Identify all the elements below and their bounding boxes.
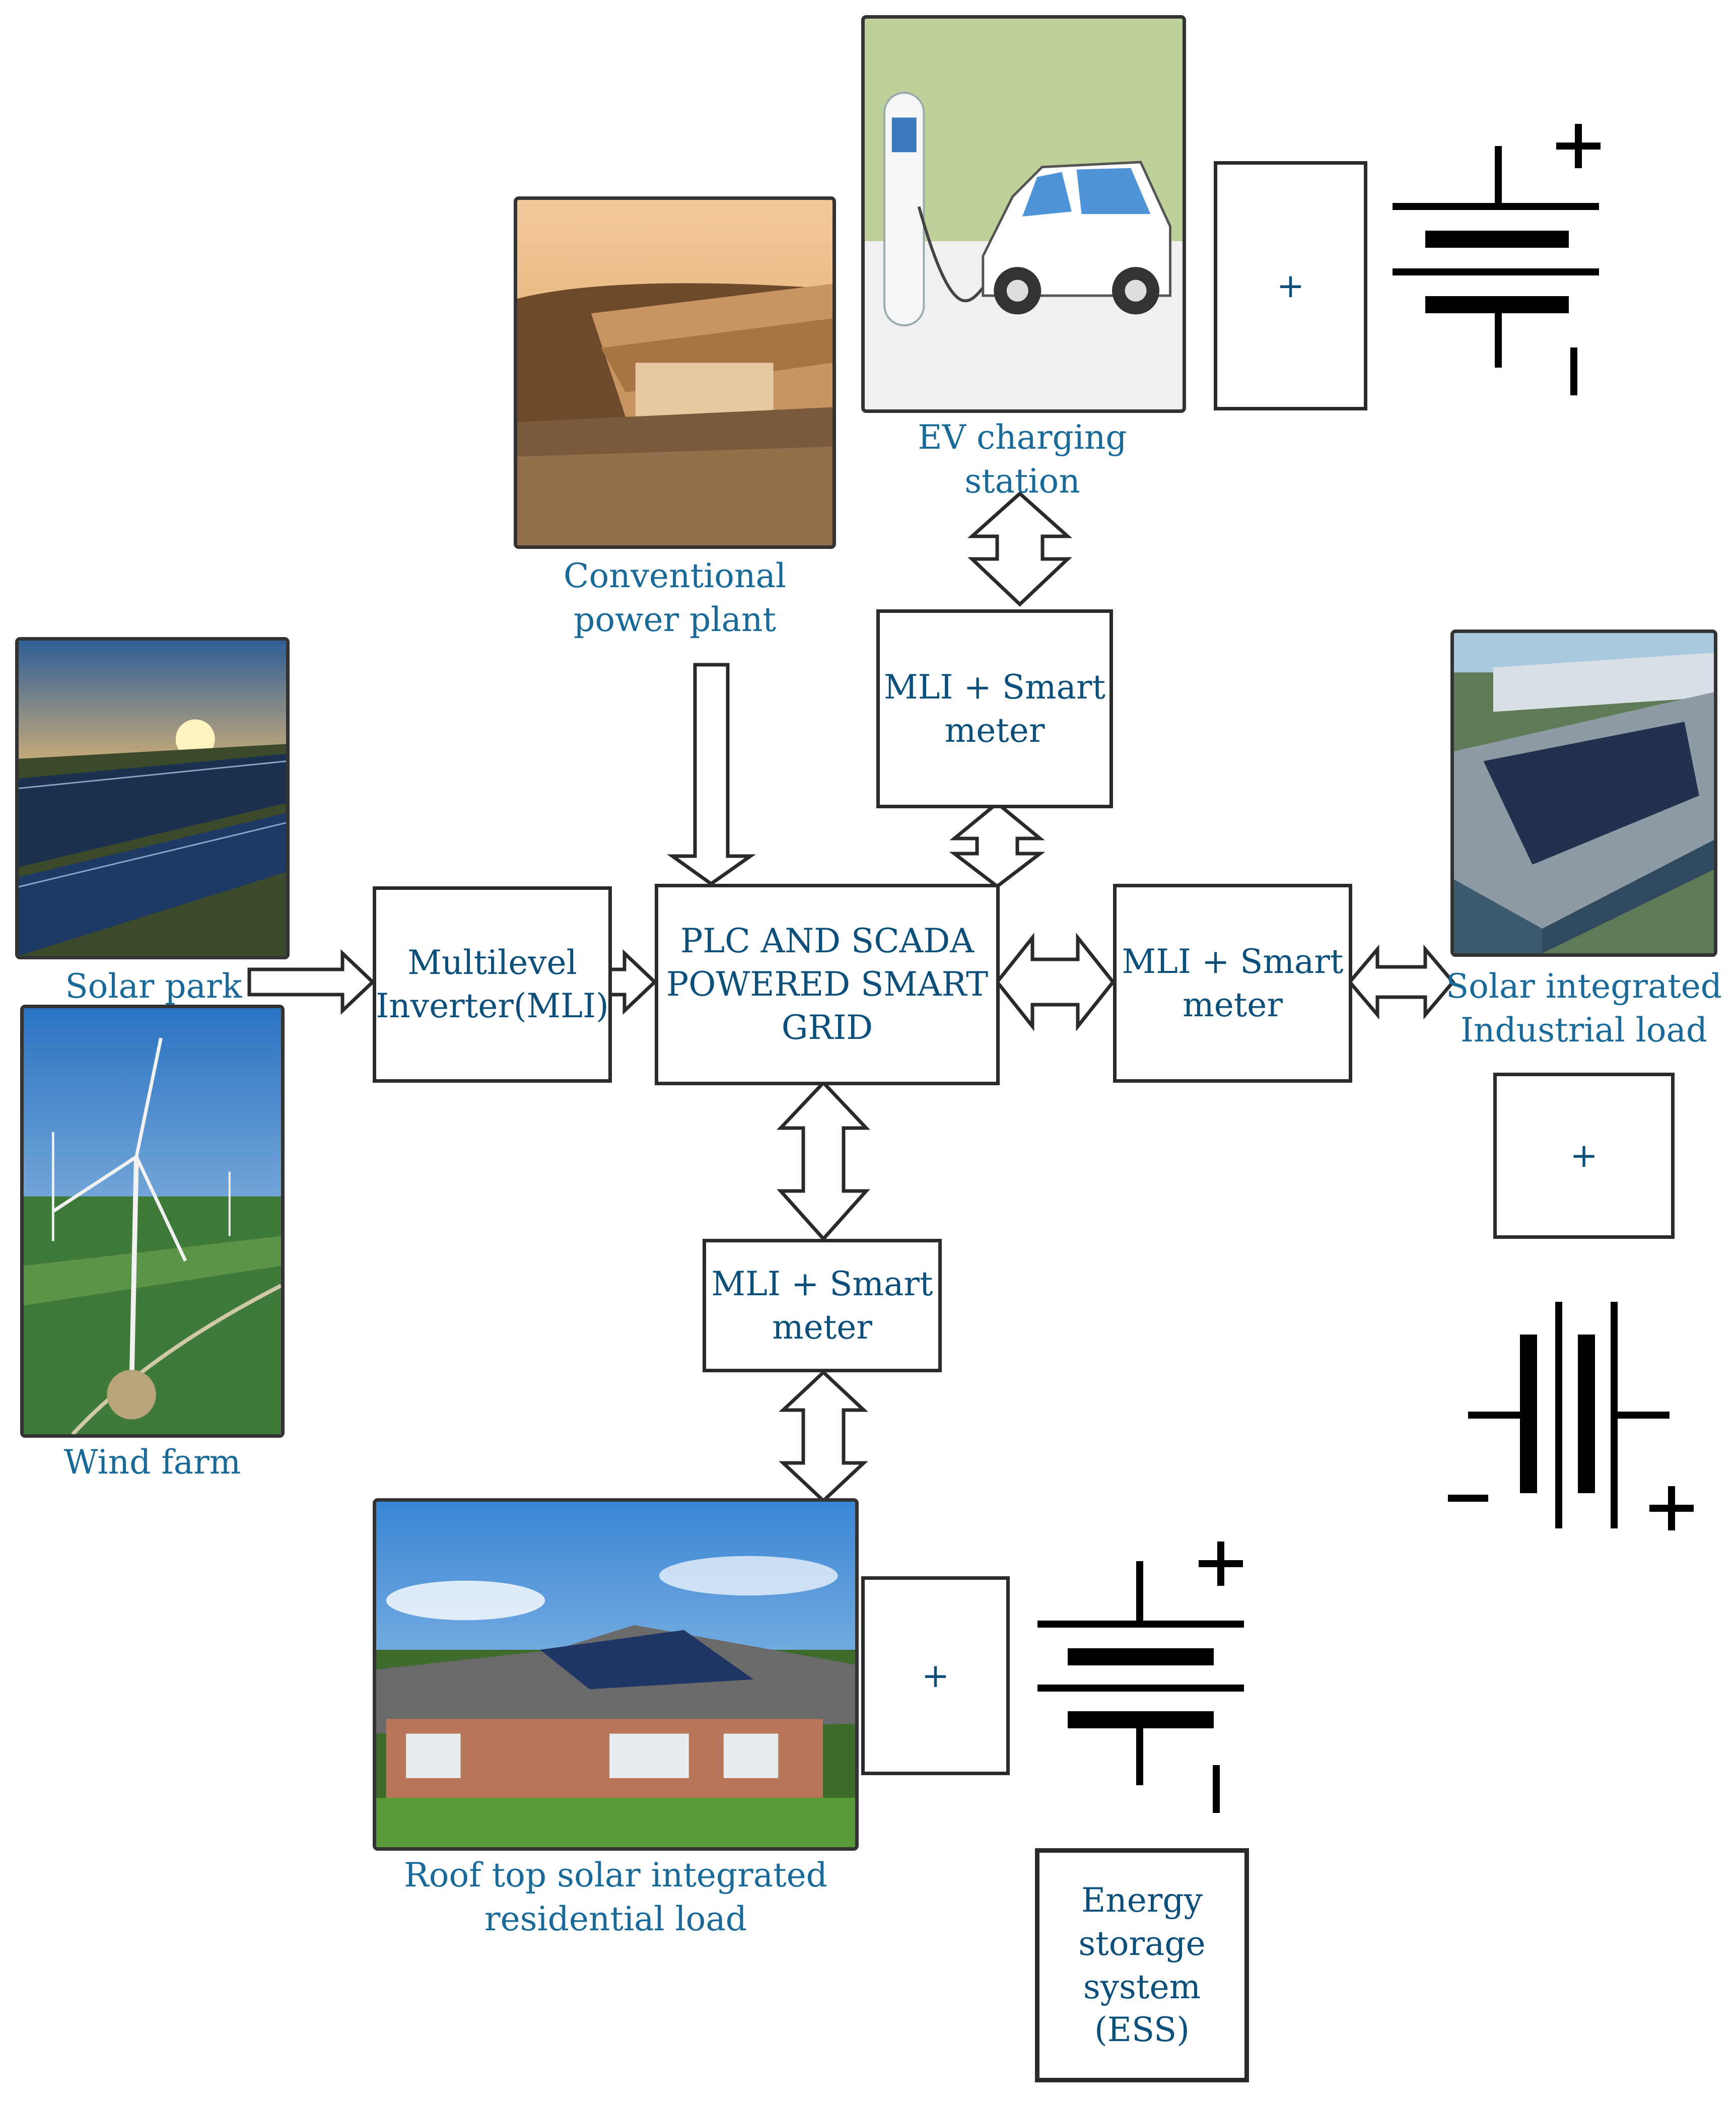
smart-meter-bottom-label: MLI + Smart meter	[711, 1264, 933, 1347]
smart-grid-label: PLC AND SCADA POWERED SMART GRID	[666, 922, 989, 1047]
power-plant-caption: Conventional power plant	[564, 556, 786, 640]
arrow-grid-to-bottom-meter	[776, 1080, 871, 1242]
residential-house-icon	[373, 1498, 859, 1851]
arrow-smart-meter-to-grid	[949, 801, 1046, 889]
solar-park-icon	[15, 637, 290, 959]
battery-icon-industrial	[1448, 1302, 1694, 1530]
mli-label: Multilevel Inverter(MLI)	[376, 943, 609, 1025]
plus-icon: +	[1276, 266, 1305, 305]
wind-farm-icon	[20, 1005, 285, 1438]
residential-caption: Roof top solar integrated residential lo…	[404, 1856, 827, 1939]
industrial-building-icon	[1450, 629, 1717, 957]
smart-meter-right-block: MLI + Smart meter	[1113, 884, 1352, 1083]
arrow-meter-to-industrial	[1347, 944, 1455, 1020]
ev-plus-box: +	[1214, 161, 1367, 410]
smart-meter-top-label: MLI + Smart meter	[884, 667, 1105, 750]
battery-icon-residential	[1037, 1542, 1244, 1813]
plus-icon: +	[921, 1656, 950, 1695]
plus-icon: +	[1570, 1136, 1598, 1175]
ess-label: Energy storage system (ESS)	[1078, 1880, 1206, 2050]
arrow-solar-to-mli	[247, 949, 376, 1015]
smart-meter-bottom-block: MLI + Smart meter	[703, 1239, 942, 1372]
ev-charging-icon	[861, 15, 1186, 413]
residential-plus-box: +	[861, 1576, 1010, 1775]
industrial-plus-box: +	[1493, 1073, 1675, 1239]
smart-meter-top-block: MLI + Smart meter	[876, 609, 1113, 808]
smart-grid-block: PLC AND SCADA POWERED SMART GRID	[655, 884, 1000, 1085]
smart-meter-right-label: MLI + Smart meter	[1122, 942, 1344, 1024]
arrow-ev-to-smart-meter	[967, 491, 1073, 607]
power-plant-icon	[514, 196, 836, 549]
ess-block: Energy storage system (ESS)	[1035, 1848, 1249, 2082]
arrow-grid-to-right-meter	[995, 932, 1116, 1032]
arrow-mli-to-grid	[607, 949, 658, 1015]
arrow-plant-to-grid	[667, 663, 756, 886]
wind-farm-caption: Wind farm	[63, 1443, 241, 1482]
battery-icon-ev	[1393, 124, 1601, 395]
solar-park-caption: Solar park	[65, 967, 242, 1006]
arrow-meter-to-residential	[779, 1370, 868, 1503]
mli-block: Multilevel Inverter(MLI)	[373, 886, 612, 1083]
ev-caption: EV charging station	[918, 418, 1127, 501]
industrial-caption: Solar integrated Industrial load	[1445, 967, 1722, 1050]
